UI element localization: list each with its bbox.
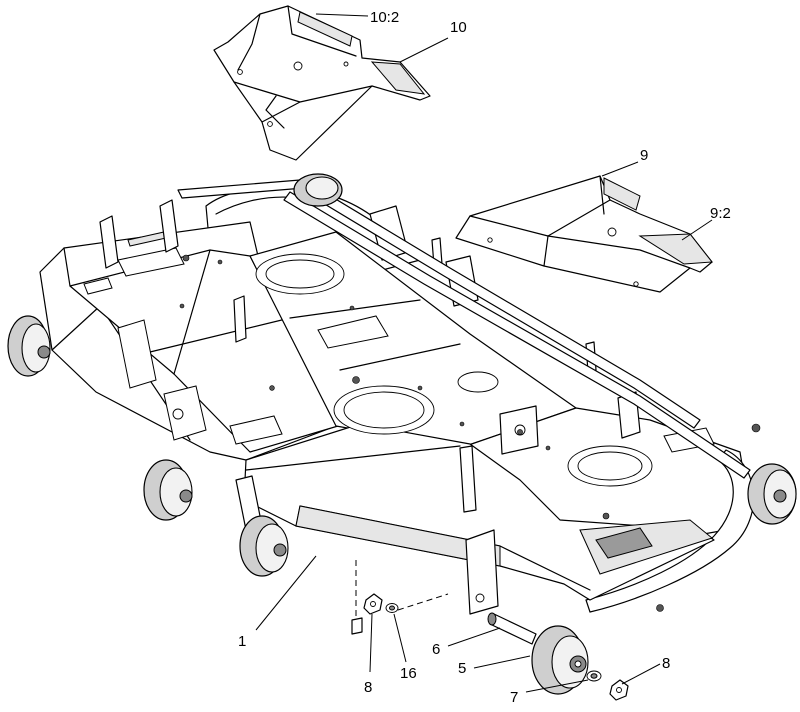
- deck-rails: [177, 179, 751, 479]
- callout-5: 5: [458, 660, 466, 677]
- callout-10-2: 10:2: [370, 9, 399, 26]
- assembly-lines: [355, 560, 449, 616]
- deck-fasteners: [179, 254, 761, 612]
- spindle-openings: [255, 253, 653, 487]
- caster-wheel-left-front: [143, 459, 193, 521]
- caster-wheel-right: [747, 463, 797, 525]
- callout-10: 10: [450, 19, 467, 36]
- callout-16: 16: [400, 665, 417, 682]
- callout-7: 7: [510, 689, 518, 706]
- spacer-7: [586, 670, 602, 682]
- caster-wheel-left-mid: [239, 515, 289, 577]
- callout-6: 6: [432, 641, 440, 658]
- deflector-cover-9: [455, 175, 713, 293]
- caster-wheel-5: [531, 625, 589, 695]
- locknut-8-left: [363, 593, 383, 615]
- locknut-8-right: [609, 679, 629, 701]
- callout-9-2: 9:2: [710, 205, 731, 222]
- caster-axle-6: [487, 612, 537, 645]
- caster-fork-bracket: [465, 529, 499, 615]
- callout-9: 9: [640, 147, 648, 164]
- mount-bolt: [351, 617, 363, 635]
- washer-16: [385, 603, 399, 613]
- caster-wheel-left-rear: [7, 315, 51, 377]
- deflector-cover-10: [213, 5, 431, 161]
- leader-lines: [255, 13, 713, 693]
- callout-8-right: 8: [662, 655, 670, 672]
- callout-1: 1: [238, 633, 246, 650]
- callout-labels: 10:2 10 9 9:2 1 6 5 7 8 8 16: [238, 9, 731, 706]
- callout-8-left: 8: [364, 679, 372, 696]
- caster-wheel-back: [293, 173, 343, 207]
